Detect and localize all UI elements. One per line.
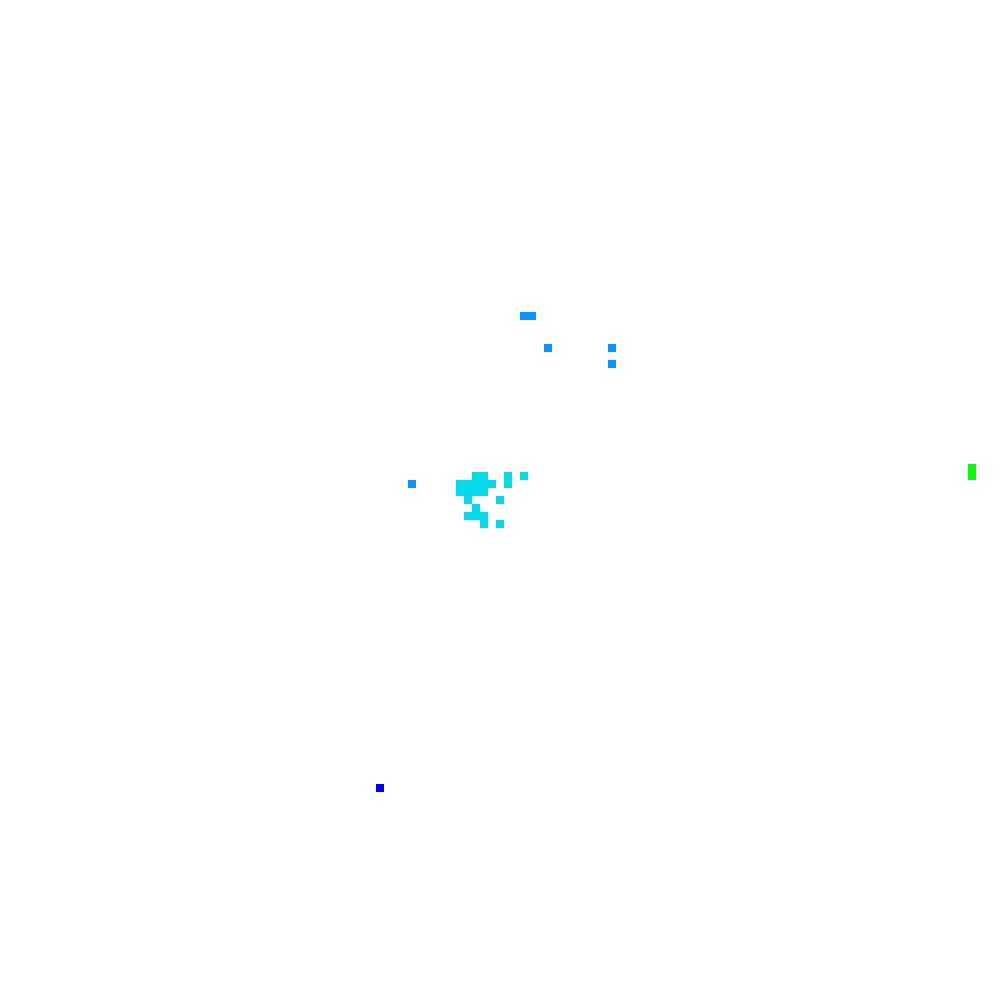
- heatmap-cell: [472, 480, 480, 488]
- heatmap-cell: [544, 344, 552, 352]
- heatmap-cell: [504, 480, 512, 488]
- heatmap-cell: [968, 472, 976, 480]
- heatmap-cell: [464, 512, 472, 520]
- heatmap-cell: [456, 480, 464, 488]
- heatmap-cell: [408, 480, 416, 488]
- heatmap-cell: [472, 472, 480, 480]
- heatmap-cell: [480, 488, 488, 496]
- heatmap-cell: [968, 464, 976, 472]
- heatmap-cell: [376, 784, 384, 792]
- heatmap-cell: [472, 504, 480, 512]
- heatmap-cell: [464, 488, 472, 496]
- heatmap-cell: [480, 512, 488, 520]
- heatmap-cell: [480, 480, 488, 488]
- heatmap-cell: [496, 520, 504, 528]
- heatmap-cell: [464, 496, 472, 504]
- heatmap-cell: [608, 344, 616, 352]
- heatmap-cell: [480, 472, 488, 480]
- heatmap-cell: [504, 472, 512, 480]
- heatmap-cell: [496, 496, 504, 504]
- heatmap-cell: [528, 312, 536, 320]
- heatmap-cell: [464, 480, 472, 488]
- heatmap-cell: [488, 480, 496, 488]
- heatmap-cell: [472, 488, 480, 496]
- heatmap-cell: [520, 312, 528, 320]
- heatmap-cells: [376, 312, 976, 792]
- heatmap-cell: [456, 488, 464, 496]
- heatmap-cell: [520, 472, 528, 480]
- heatmap-cell: [608, 360, 616, 368]
- heatmap-cell: [472, 512, 480, 520]
- heatmap-cell: [480, 520, 488, 528]
